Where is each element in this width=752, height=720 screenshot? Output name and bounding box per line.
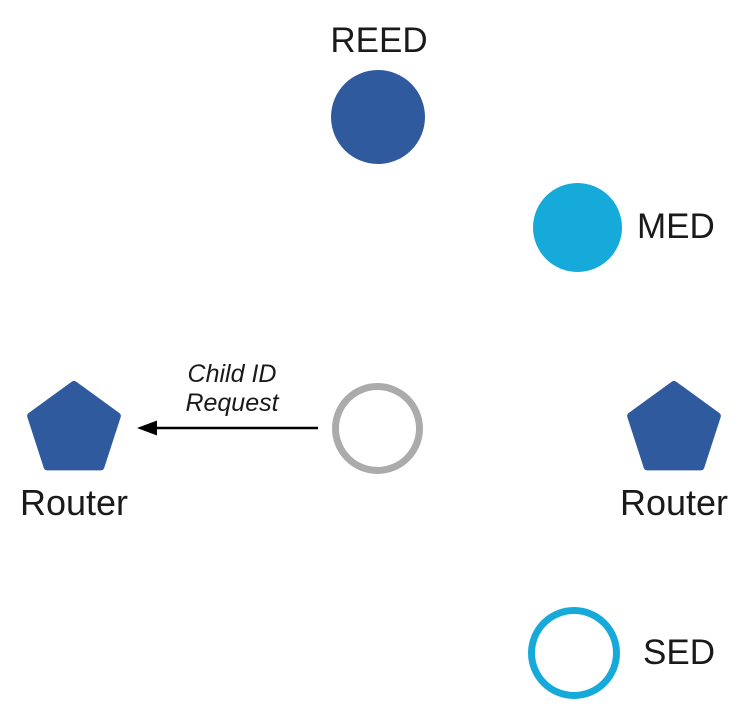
router-right-label: Router [619, 482, 729, 523]
router-right-pentagon [627, 381, 721, 471]
med-node-circle [533, 183, 622, 272]
sed-node-label: SED [643, 632, 715, 672]
sed-node-circle [528, 607, 620, 699]
child-id-request-arrow [137, 420, 318, 436]
joining-child-circle [332, 383, 423, 474]
arrowhead-icon [137, 420, 157, 436]
child-id-request-line1: Child ID [187, 360, 277, 388]
child-id-request-label: Child ID Request [185, 360, 278, 418]
child-id-request-line2: Request [185, 389, 279, 417]
router-right-pentagon-shape [627, 381, 721, 471]
router-left-label: Router [19, 482, 129, 523]
router-left-pentagon-shape [27, 381, 121, 471]
router-left-pentagon [27, 381, 121, 471]
reed-node-circle [331, 70, 425, 164]
med-node-label: MED [637, 206, 715, 246]
reed-node-label: REED [330, 21, 428, 60]
